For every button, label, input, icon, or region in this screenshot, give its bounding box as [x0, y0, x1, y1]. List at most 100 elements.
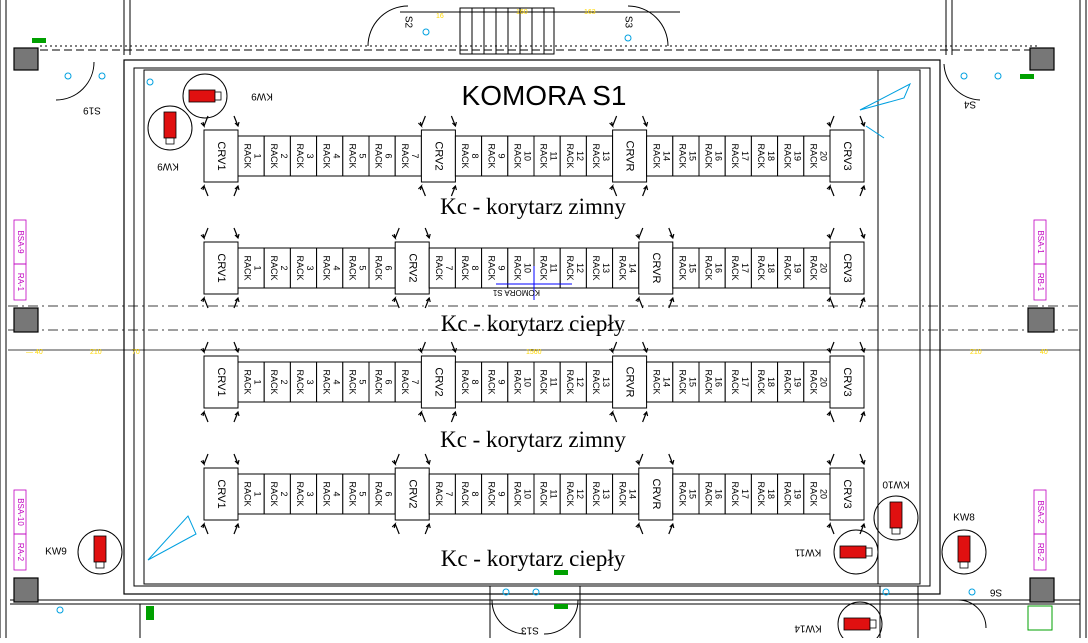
airflow-arrows: [200, 115, 866, 535]
rack-unit: [724, 473, 752, 515]
rack-number: 1: [253, 153, 263, 158]
center-marker: [496, 266, 572, 300]
rack-unit: [724, 361, 752, 403]
rack-number: 9: [496, 153, 506, 158]
rack-number: 2: [279, 491, 289, 496]
camera-6: KW8: [941, 513, 987, 575]
rack-number: 8: [470, 153, 480, 158]
rack-unit: [777, 361, 805, 403]
side-label: BSA-2: [1036, 500, 1045, 524]
rack-number: 12: [575, 151, 585, 161]
airflow-arrow: [233, 184, 240, 197]
rack-unit: [507, 135, 535, 177]
airflow-arrow: [200, 453, 209, 466]
airflow-arrow: [200, 184, 209, 197]
crv-unit: [829, 467, 865, 521]
rack-unit: [342, 135, 370, 177]
airflow-arrow: [826, 296, 835, 309]
rack-number: 5: [358, 491, 368, 496]
rack-label: RACK: [269, 255, 279, 280]
rack-unit: [394, 361, 422, 403]
crv-unit: [394, 241, 430, 295]
rack-label: RACK: [374, 481, 384, 506]
rack-unit: [698, 361, 726, 403]
rack-number: 20: [819, 377, 829, 387]
crv-label: CRV1: [215, 367, 227, 396]
rack-label: RACK: [434, 255, 444, 280]
camera-coverage: [147, 105, 193, 151]
rack-label: RACK: [539, 255, 549, 280]
rack-number: 6: [384, 491, 394, 496]
rack-label: RACK: [678, 369, 688, 394]
rack-number: 15: [688, 489, 698, 499]
rack-label: RACK: [295, 255, 305, 280]
rack-unit: [237, 473, 265, 515]
crv-unit: [829, 129, 865, 183]
rack-label: RACK: [730, 369, 740, 394]
airflow-arrow: [450, 184, 457, 197]
airflow-arrow: [826, 227, 835, 240]
rack-label: RACK: [678, 255, 688, 280]
pillars: [13, 47, 1055, 603]
rack-number: 16: [714, 489, 724, 499]
rack-number: 10: [523, 263, 533, 273]
rack-number: 15: [688, 151, 698, 161]
airflow-arrow: [859, 184, 866, 197]
airflow-arrow: [391, 296, 400, 309]
rack-label: RACK: [243, 481, 253, 506]
airflow-arrow: [668, 453, 675, 466]
rack-unit: [750, 473, 779, 515]
airflow-arrow: [635, 453, 644, 466]
rack-label: RACK: [269, 369, 279, 394]
corridor-label-2: Kc - korytarz ciepły: [440, 311, 626, 336]
rack-label: RACK: [591, 143, 601, 168]
rack-unit: [342, 361, 370, 403]
rack-number: 12: [575, 489, 585, 499]
rack-number: 17: [740, 489, 750, 499]
camera-icon: [889, 501, 903, 535]
rack-unit: [646, 135, 674, 177]
rack-label: RACK: [591, 255, 601, 280]
airflow-arrow: [200, 522, 209, 535]
rack-number: 18: [766, 151, 776, 161]
camera-1: KW9: [182, 73, 273, 119]
rack-number: 11: [549, 263, 559, 272]
rack-label: RACK: [617, 481, 627, 506]
rack-unit: [585, 361, 614, 403]
airflow-arrow: [424, 227, 431, 240]
airflow-arrow: [826, 341, 835, 354]
camera-icon: [188, 89, 222, 103]
rack-number: 17: [740, 263, 750, 273]
airflow-arrow: [200, 341, 209, 354]
rack-unit: [316, 361, 344, 403]
airflow-arrow: [635, 227, 644, 240]
corridor-label-4: Kc - korytarz ciepły: [440, 546, 626, 571]
airflow-arrow: [391, 453, 400, 466]
airflow-arrow: [635, 296, 644, 309]
airflow-arrow: [859, 453, 866, 466]
camera-3: KW9: [45, 529, 123, 575]
side-label: BSA-1: [1036, 230, 1045, 254]
camera-label: KW9: [251, 90, 273, 101]
rack-label: RACK: [513, 255, 523, 280]
camera-label: KW9: [157, 160, 179, 171]
rack-label: RACK: [321, 481, 331, 506]
rack-label: RACK: [704, 369, 714, 394]
airflow-arrow: [642, 410, 649, 423]
airflow-arrow: [859, 410, 866, 423]
rack-label: RACK: [513, 369, 523, 394]
rack-label: RACK: [348, 143, 358, 168]
rack-unit: [507, 361, 535, 403]
rack-label: RACK: [782, 481, 792, 506]
rack-unit: [289, 247, 318, 289]
rack-number: 8: [470, 265, 480, 270]
rack-unit: [454, 135, 483, 177]
airflow-arrow: [424, 522, 431, 535]
svg-text:210: 210: [970, 349, 982, 356]
side-label-box: BSA-2: [1033, 489, 1047, 535]
camera-5: KW11: [794, 529, 879, 575]
airflow-arrow: [233, 410, 240, 423]
